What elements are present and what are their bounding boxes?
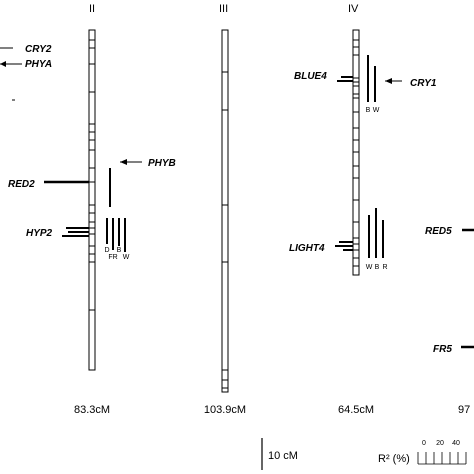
chromosome-iii-length: 103.9cM [204, 404, 246, 416]
blue4-letter-w: W [373, 107, 380, 114]
light4-label: LIGHT4 [289, 243, 325, 254]
hyp2-letter-w: W [123, 254, 130, 261]
r2-tick-40: 40 [452, 440, 460, 447]
chromosome-ii-markers [89, 39, 95, 311]
hyp2-letter-d: D [104, 247, 109, 254]
qtl-blue4: BLUE4 B W [294, 55, 380, 114]
qtl-hyp2: HYP2 D FR B W [26, 218, 130, 261]
hyp2-letter-fr: FR [108, 254, 117, 261]
cry2-label: CRY2 [25, 44, 52, 55]
chromosome-v-length: 97 [458, 404, 470, 416]
red2-label: RED2 [8, 179, 35, 190]
chromosome-ii-label: II [89, 3, 95, 15]
cry2-arrow: CRY2 [0, 44, 52, 55]
chromosome-iii: III 103.9cM [204, 3, 246, 416]
chromosome-iii-label: III [219, 3, 228, 15]
fr5-label: FR5 [433, 344, 452, 355]
qtl-red2: RED2 [8, 168, 111, 207]
r2-tick-0: 0 [422, 440, 426, 447]
cry1-arrow: CRY1 [385, 78, 437, 89]
hyp2-label: HYP2 [26, 228, 53, 239]
qtl-light4: LIGHT4 W B R [289, 208, 388, 271]
red5-label: RED5 [425, 226, 452, 237]
r2-legend-label: R² (%) [378, 453, 410, 465]
r2-legend: R² (%) 0 20 40 [378, 440, 467, 465]
scale-bar-label: 10 cM [268, 450, 298, 462]
r2-ruler [417, 452, 467, 465]
chromosome-iv: IV 64.5cM [338, 3, 374, 416]
chromosome-iii-body [221, 29, 229, 393]
cry1-label: CRY1 [410, 78, 437, 89]
light4-letter-w: W [366, 264, 373, 271]
blue4-letter-b: B [366, 107, 371, 114]
light4-letter-r: R [382, 264, 387, 271]
chromosome-iv-label: IV [348, 3, 359, 15]
chromosome-iv-markers [353, 39, 359, 267]
hyp2-letter-b: B [117, 247, 122, 254]
scale-bar-legend: 10 cM [261, 438, 298, 470]
chromosome-ii-body [88, 29, 96, 371]
blue4-label: BLUE4 [294, 71, 327, 82]
qtl-fr5: FR5 [433, 344, 474, 355]
chromosome-ii: II 83.3cM [74, 3, 110, 416]
qtl-red5: RED5 [425, 226, 474, 237]
chromosome-iv-length: 64.5cM [338, 404, 374, 416]
phyb-label: PHYB [148, 158, 176, 169]
phya-arrow: PHYA [0, 59, 52, 70]
light4-letter-b: B [375, 264, 380, 271]
phyb-arrow: PHYB [120, 158, 176, 169]
r2-tick-20: 20 [436, 440, 444, 447]
chromosome-iii-markers [222, 71, 228, 389]
chromosome-ii-length: 83.3cM [74, 404, 110, 416]
phya-label: PHYA [25, 59, 52, 70]
